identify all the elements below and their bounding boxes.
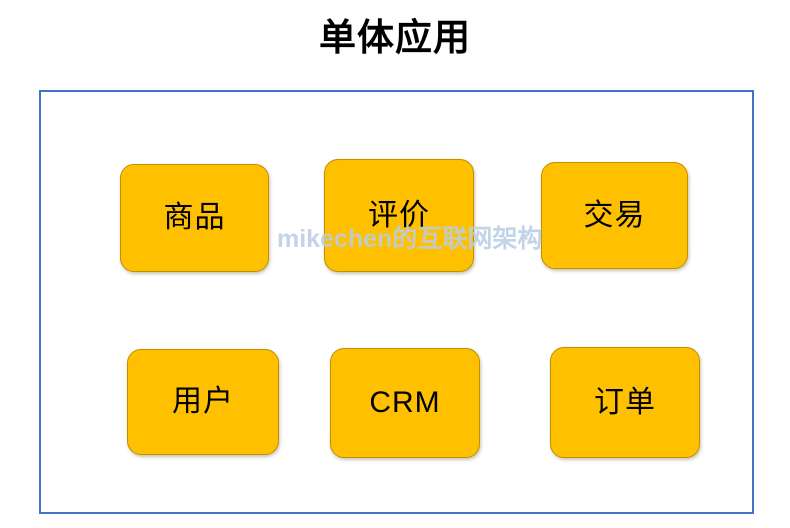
module-box-order-label: 订单 [594, 385, 656, 419]
module-box-crm-label: CRM [369, 386, 441, 419]
module-box-transaction-label: 交易 [583, 198, 646, 232]
module-box-review-label: 评价 [368, 198, 430, 232]
module-box-product[interactable]: 商品 [120, 164, 269, 272]
monolith-container-frame: 商品 评价 交易 用户 CRM 订单 [39, 90, 754, 514]
module-box-crm[interactable]: CRM [330, 348, 480, 458]
page-title: 单体应用 [319, 17, 471, 58]
module-box-review[interactable]: 评价 [324, 159, 474, 272]
module-box-product-label: 商品 [163, 201, 226, 234]
module-box-user[interactable]: 用户 [127, 349, 279, 455]
module-box-transaction[interactable]: 交易 [541, 162, 688, 269]
module-box-user-label: 用户 [172, 385, 234, 418]
module-box-order[interactable]: 订单 [550, 347, 700, 458]
